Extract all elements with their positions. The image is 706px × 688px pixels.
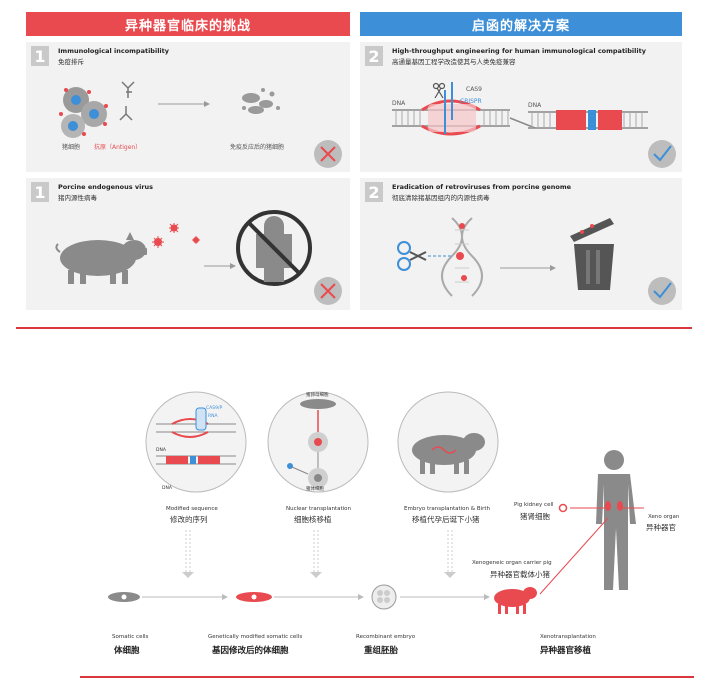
step-embryo-cn: 重组胚胎 (364, 646, 399, 656)
scissors-icon (397, 241, 427, 271)
antibody-icon (119, 81, 135, 121)
embryo-transplantation-circle (397, 391, 499, 493)
step-somatic-cn: 体细胞 (114, 646, 140, 656)
label-dna-2: DNA (156, 448, 166, 453)
modified-sequence-circle (145, 391, 247, 493)
panel-high-throughput-engineering: 2 High-throughput engineering for human … (360, 42, 682, 172)
caption-nuclear-transplant-cn: 细胞核移植 (294, 515, 332, 524)
modified-somatic-cell-icon (236, 592, 272, 602)
panel-title-cn: 高通量基因工程学改造使其与人类免疫兼容 (392, 58, 516, 66)
panel-title-cn: 免疫排斥 (58, 58, 84, 66)
virus-icon (456, 223, 467, 281)
recombinant-embryo-icon (371, 584, 397, 610)
panel-title-en: Eradication of retroviruses from porcine… (392, 183, 572, 191)
caption-embryo-transplant-cn: 移植代孕后诞下小猪 (412, 515, 480, 524)
bottom-separator-line (80, 676, 694, 678)
label-cas9: CAS9 (466, 86, 482, 93)
label-pig-cells: 猪细胞 (62, 144, 81, 151)
check-icon (648, 277, 676, 305)
kidney-cell-icon (558, 503, 568, 513)
panel-title-cn: 猪内源性病毒 (58, 194, 97, 202)
step-xeno-en: Xenotransplantation (540, 634, 596, 640)
panel-title-cn: 彻底清除猪基因组内的内源性病毒 (392, 194, 490, 202)
label-dna-left: DNA (392, 100, 406, 107)
step-xeno-cn: 异种器官移植 (540, 646, 592, 656)
step-modified-en: Genetically modified somatic cells (208, 634, 303, 640)
step-number: 2 (365, 182, 383, 202)
human-figure-icon (596, 450, 636, 590)
panel-immunological-incompatibility: 1 Immunological incompatibility 免疫排斥 (26, 42, 350, 172)
label-cas9p: CAS9/P (206, 406, 223, 411)
label-dna: DNA (162, 486, 172, 491)
scissors-icon (432, 82, 446, 99)
caption-modified-sequence-cn: 修改的序列 (170, 515, 208, 524)
challenges-header: 异种器官临床的挑战 (26, 12, 350, 36)
pig-virus-illustration (55, 210, 342, 305)
panel-title-en: High-throughput engineering for human im… (392, 47, 646, 55)
label-oocyte: 猪卵母细胞 (306, 393, 329, 398)
label-somatic: 猪体细胞 (306, 487, 324, 492)
label-pig-kidney-cn: 猪肾细胞 (520, 512, 550, 521)
step-modified-cn: 基因修改后的体细胞 (212, 646, 289, 656)
label-carrier-pig-en: Xenogeneic organ carrier pig (472, 560, 552, 566)
pig-icon (55, 232, 147, 284)
label-rna: RNA (208, 414, 218, 419)
solutions-header: 启函的解决方案 (360, 12, 682, 36)
label-xeno-organ-en: Xeno organ (648, 514, 680, 520)
check-icon (648, 140, 676, 168)
human-prohibited-icon (236, 210, 312, 286)
label-pig-kidney-en: Pig kidney cell (514, 502, 554, 508)
virus-removal-illustration (397, 217, 676, 305)
label-antigen: 抗原（Antigen） (94, 144, 142, 151)
panel-eradication-retroviruses: 2 Eradication of retroviruses from porci… (360, 178, 682, 310)
pig-cells-icon (59, 87, 108, 138)
panel-title-en: Immunological incompatibility (58, 47, 169, 55)
step-number: 2 (365, 46, 383, 66)
step-somatic-en: Somatic cells (112, 634, 149, 640)
label-xeno-organ-cn: 异种器官 (646, 523, 676, 532)
immune-rejection-illustration (59, 81, 342, 168)
step-number: 1 (31, 46, 49, 66)
separator-line (16, 327, 692, 329)
caption-nuclear-transplant-en: Nuclear transplantation (286, 506, 351, 512)
nuclear-transplantation-circle (267, 391, 369, 493)
caption-embryo-transplant-en: Embryo transplantation & Birth (404, 506, 491, 512)
carrier-pig-icon (494, 587, 537, 614)
step-number: 1 (31, 182, 49, 202)
label-after-immune: 免疫反应后的猪细胞 (230, 144, 285, 151)
label-crispr: CRISPR (460, 98, 482, 105)
cross-icon (314, 140, 342, 168)
label-dna-right: DNA (528, 102, 542, 109)
dna-strand-left (392, 82, 536, 136)
cross-icon (314, 277, 342, 305)
caption-modified-sequence-en: Modified sequence (166, 506, 218, 512)
dna-helix-icon (441, 217, 483, 297)
panel-porcine-endogenous-virus: 1 Porcine endogenous virus 猪内源性病毒 (26, 178, 350, 310)
dna-strand-right (528, 110, 648, 130)
crispr-editing-illustration (392, 82, 676, 168)
trash-can-icon (570, 218, 614, 290)
panel-title-en: Porcine endogenous virus (58, 183, 154, 191)
somatic-cell-icon (108, 592, 140, 602)
step-embryo-en: Recombinant embryo (356, 634, 416, 640)
label-carrier-pig-cn: 异种器官载体小猪 (490, 570, 550, 579)
destroyed-cells-icon (242, 88, 280, 114)
